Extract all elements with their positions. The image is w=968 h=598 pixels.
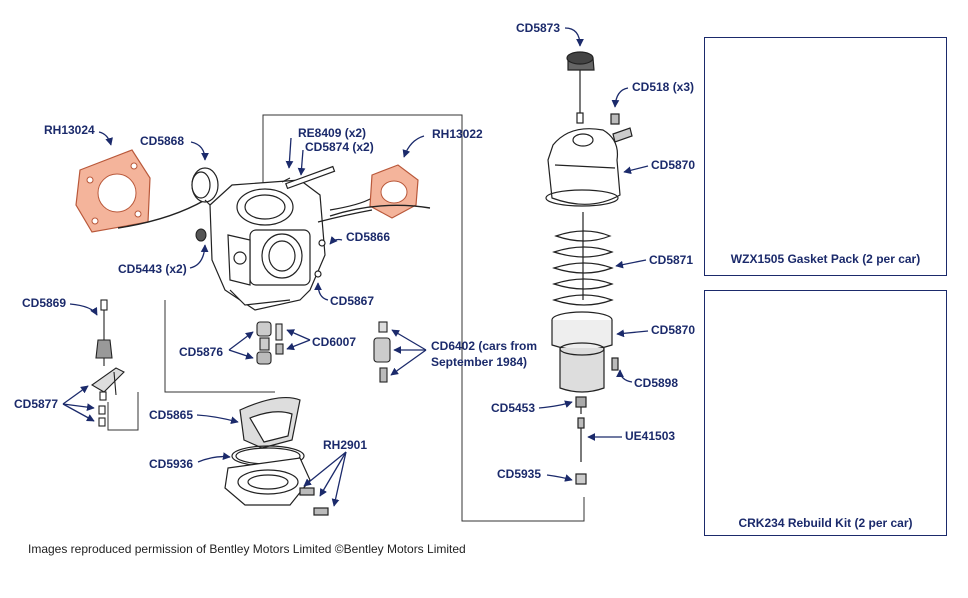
part-jets <box>256 321 284 365</box>
label-cd5871: CD5871 <box>649 253 694 267</box>
label-cd5874: CD5874 (x2) <box>305 140 374 154</box>
label-rh13022: RH13022 <box>432 127 483 141</box>
leader-arrows <box>62 27 649 507</box>
label-cd5870-top: CD5870 <box>651 158 696 172</box>
label-cd5873: CD5873 <box>516 21 561 35</box>
label-cd5869: CD5869 <box>22 296 67 310</box>
label-cd5876: CD5876 <box>179 345 224 359</box>
label-cd6402-line1: CD6402 (cars from <box>431 339 538 353</box>
gasket-rh13022 <box>329 164 431 219</box>
part-cd5877 <box>90 367 125 427</box>
part-cd5868-disc <box>191 167 219 211</box>
label-cd5443: CD5443 (x2) <box>118 262 187 276</box>
label-rh13024: RH13024 <box>44 123 95 137</box>
label-cd6402-line2: September 1984) <box>431 355 528 369</box>
rebuild-kit-caption: CRK234 Rebuild Kit (2 per car) <box>738 516 913 530</box>
label-re8409: RE8409 (x2) <box>298 126 367 140</box>
gasket-rh13024 <box>75 149 206 233</box>
rebuild-kit-box: CRK234 Rebuild Kit (2 per car) <box>704 290 947 536</box>
label-cd5935: CD5935 <box>497 467 542 481</box>
label-cd6007: CD6007 <box>312 335 357 349</box>
part-cd6402 <box>373 321 391 383</box>
dashpot-assembly <box>545 51 633 485</box>
frame-lines <box>107 114 585 522</box>
carb-body <box>209 165 373 311</box>
label-cd5898: CD5898 <box>634 376 679 390</box>
gasket-pack-caption: WZX1505 Gasket Pack (2 per car) <box>730 252 921 266</box>
label-cd518: CD518 (x3) <box>632 80 695 94</box>
label-cd5865: CD5865 <box>149 408 194 422</box>
gasket-pack-box: WZX1505 Gasket Pack (2 per car) <box>704 37 947 276</box>
label-cd5453: CD5453 <box>491 401 536 415</box>
label-cd5877: CD5877 <box>14 397 59 411</box>
part-cd5869 <box>95 299 113 366</box>
label-cd5866: CD5866 <box>346 230 391 244</box>
float-chamber <box>224 397 329 516</box>
label-cd5936: CD5936 <box>149 457 194 471</box>
part-cd5443 <box>195 228 207 242</box>
label-cd5870-bottom: CD5870 <box>651 323 696 337</box>
label-ue41503: UE41503 <box>625 429 676 443</box>
label-cd5867: CD5867 <box>330 294 375 308</box>
label-rh2901: RH2901 <box>323 438 368 452</box>
copyright-footer: Images reproduced permission of Bentley … <box>28 542 466 556</box>
label-cd5868: CD5868 <box>140 134 185 148</box>
